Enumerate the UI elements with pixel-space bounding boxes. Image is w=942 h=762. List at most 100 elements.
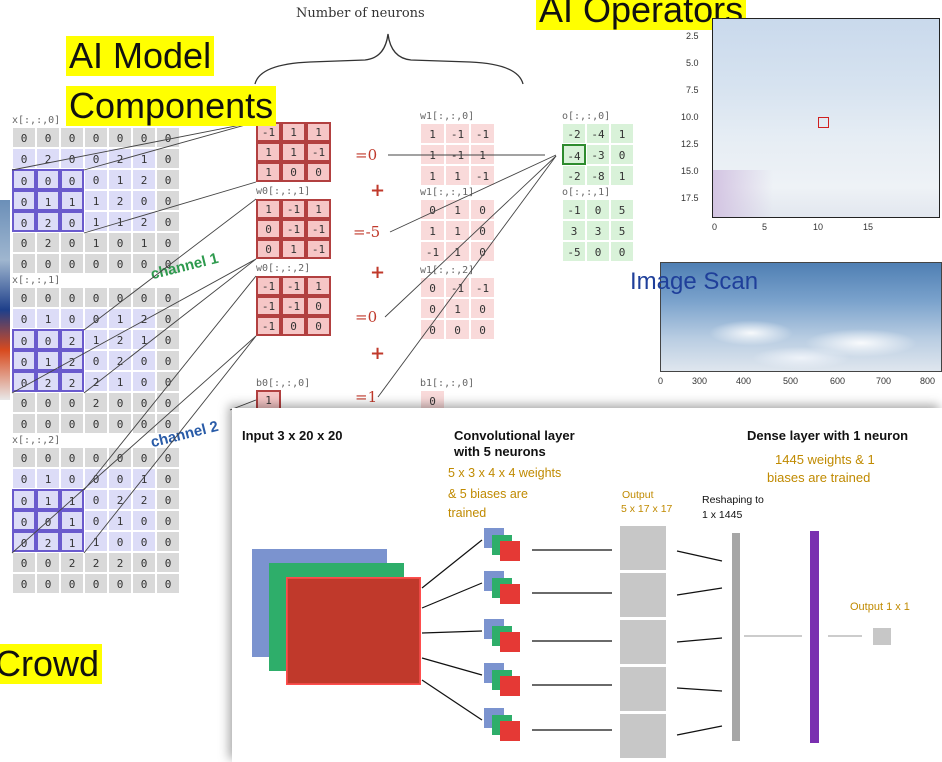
- input-grid-0-cell: 1: [132, 148, 156, 169]
- input-grid-1-cell: 0: [60, 287, 84, 308]
- left-edge-image: [0, 200, 10, 400]
- output-map: [620, 667, 666, 711]
- scan-ytick: 7.5: [686, 85, 699, 95]
- input-grid-0-cell: 0: [156, 148, 180, 169]
- neurons-brace: [254, 33, 524, 85]
- scan-plot-shade: [713, 170, 773, 217]
- input-grid-1-cell: 1: [36, 350, 60, 371]
- crowd-caption: Crowd: [0, 644, 103, 684]
- input-grid-1-cell: 1: [132, 329, 156, 350]
- w1-grid-0-cell: -1: [470, 123, 495, 144]
- input-grid-2-cell: 0: [12, 489, 36, 510]
- input-grid-1-cell: 0: [12, 413, 36, 434]
- input-grid-0-cell: 0: [156, 232, 180, 253]
- input-grid-1-cell: 2: [84, 371, 108, 392]
- input-grid-0-cell: 1: [108, 169, 132, 190]
- w0-grid-1-cell: -1: [306, 219, 331, 239]
- input-grid-2-cell: 0: [84, 510, 108, 531]
- input-grid-2-cell: 1: [36, 468, 60, 489]
- w0-label-1: w0[:,:,1]: [256, 186, 311, 197]
- input-grid-2-cell: 0: [84, 447, 108, 468]
- input-grid-0-cell: 0: [12, 253, 36, 274]
- image-scan-caption: Image Scan: [630, 268, 759, 295]
- input-grid-1-cell: 0: [12, 371, 36, 392]
- input-grid-2-cell: 0: [156, 468, 180, 489]
- final-output-block: [873, 628, 891, 645]
- sky-xtick: 600: [830, 376, 846, 386]
- sky-xtick: 800: [920, 376, 936, 386]
- input-grid-2-cell: 0: [132, 447, 156, 468]
- output-grid-0-cell: -2: [562, 165, 586, 186]
- w0-grid-0-cell: -1: [256, 122, 281, 142]
- output-label-1: o[:,:,1]: [562, 187, 611, 198]
- scan-ytick: 10.0: [681, 112, 699, 122]
- w1-grid-2-cell: 0: [420, 319, 445, 340]
- w0-grid-2-cell: 0: [306, 316, 331, 336]
- equals-2: =0: [355, 308, 378, 326]
- input-grid-2-cell: 2: [132, 489, 156, 510]
- input-grid-1-cell: 0: [36, 329, 60, 350]
- filter-red: [500, 541, 520, 561]
- input-grid-0-cell: 1: [84, 211, 108, 232]
- plus-1: +: [370, 262, 386, 283]
- w0-grid-0-cell: 1: [281, 142, 306, 162]
- input-grid-2-cell: 2: [108, 552, 132, 573]
- bias1-label: b1[:,:,0]: [420, 378, 475, 389]
- output-grid-1-cell: 3: [586, 220, 610, 241]
- input-grid-0-cell: 2: [132, 211, 156, 232]
- input-grid-2-cell: 0: [36, 573, 60, 594]
- input-grid-0-cell: 0: [60, 253, 84, 274]
- w1-grid-2-cell: 0: [420, 298, 445, 319]
- input-grid-1-cell: 1: [84, 329, 108, 350]
- input-grid-1-cell: 0: [60, 308, 84, 329]
- sky-photo: [660, 262, 942, 372]
- w1-grid-2-cell: 0: [445, 319, 470, 340]
- input-grid-1-cell: 0: [60, 413, 84, 434]
- input-grid-0-cell: 0: [156, 253, 180, 274]
- input-grid-1-cell: 0: [84, 350, 108, 371]
- input-grid-2-cell: 0: [156, 489, 180, 510]
- input-grid-2-cell: 0: [156, 531, 180, 552]
- input-grid-1-cell: 1: [108, 371, 132, 392]
- w1-grid-1-cell: -1: [420, 241, 445, 262]
- input-grid-1-cell: 0: [156, 413, 180, 434]
- w0-grid-1-cell: 0: [256, 239, 281, 259]
- w1-grid-1-cell: 1: [420, 220, 445, 241]
- w0-grid-2-cell: -1: [256, 316, 281, 336]
- filter-red: [500, 721, 520, 741]
- w1-grid-0-cell: -1: [445, 123, 470, 144]
- w0-grid-1-cell: -1: [306, 239, 331, 259]
- ai-operators-caption: AI Operators: [536, 0, 747, 30]
- input-grid-2-cell: 0: [12, 468, 36, 489]
- output-grid-0-cell: 1: [610, 165, 634, 186]
- input-grid-0-cell: 1: [132, 232, 156, 253]
- w1-grid-2-cell: 0: [470, 319, 495, 340]
- w0-grid-2-cell: 0: [306, 296, 331, 316]
- output-grid-0-cell: 0: [610, 144, 634, 165]
- input-grid-0-cell: 0: [36, 127, 60, 148]
- components-caption: Components: [66, 86, 277, 126]
- scan-ytick: 17.5: [681, 193, 699, 203]
- equals-0: =0: [355, 146, 378, 164]
- input-label-0: x[:,:,0]: [12, 115, 61, 126]
- input-grid-1-cell: 0: [156, 392, 180, 413]
- input-grid-2-cell: 0: [12, 531, 36, 552]
- input-grid-2-cell: 0: [156, 510, 180, 531]
- w1-grid-0-cell: 1: [470, 144, 495, 165]
- w1-grid-0-cell: 1: [445, 165, 470, 186]
- scan-ytick: 5.0: [686, 58, 699, 68]
- output-grid-0-cell: -4: [586, 123, 610, 144]
- dense-title: Dense layer with 1 neuron: [747, 428, 909, 443]
- input-grid-0-cell: 1: [36, 190, 60, 211]
- input-grid-1-cell: 0: [108, 287, 132, 308]
- input-grid-1-cell: 0: [132, 287, 156, 308]
- input-grid-0-cell: 0: [84, 127, 108, 148]
- w1-grid-2-cell: -1: [470, 277, 495, 298]
- output-grid-0-cell: -4: [562, 144, 586, 165]
- w0-grid-1-cell: 1: [281, 239, 306, 259]
- sky-xtick: 700: [876, 376, 892, 386]
- input-grid-2-cell: 0: [12, 510, 36, 531]
